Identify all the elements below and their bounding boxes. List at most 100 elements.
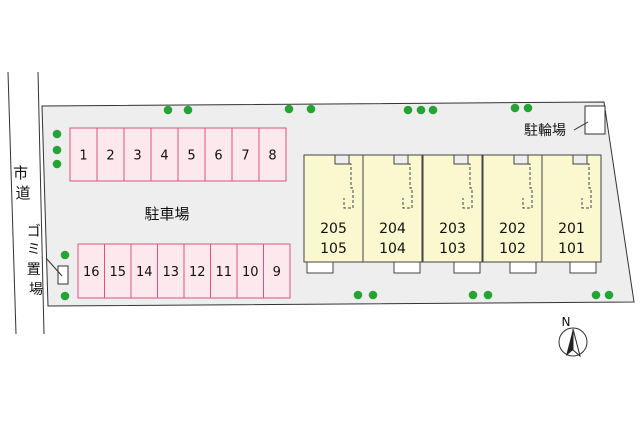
parking-space bbox=[258, 127, 287, 182]
parking-space-number: 8 bbox=[268, 149, 276, 164]
parking-space-number: 16 bbox=[83, 265, 100, 280]
tree bbox=[523, 103, 533, 113]
garbage-char-2: ミ bbox=[27, 242, 41, 258]
road-char-1: 市 bbox=[13, 164, 28, 182]
parking-space-number: 7 bbox=[241, 149, 249, 164]
tree bbox=[60, 250, 70, 260]
unit-number-lower: 101 bbox=[558, 241, 585, 257]
tree bbox=[60, 291, 70, 301]
unit-stair bbox=[402, 163, 413, 209]
trees bbox=[52, 103, 614, 301]
apartment-building: 205 105 204 104 203 103 202 102 201 101 bbox=[303, 154, 602, 274]
unit-number-lower: 102 bbox=[499, 241, 526, 257]
parking-space bbox=[236, 243, 264, 299]
unit-entrance bbox=[306, 261, 334, 274]
tree bbox=[368, 290, 378, 300]
tree bbox=[284, 104, 294, 114]
parking-space-number: 2 bbox=[106, 149, 114, 164]
tree bbox=[306, 104, 316, 114]
unit-number-upper: 204 bbox=[379, 221, 406, 237]
tree bbox=[416, 105, 426, 115]
unit-entrance bbox=[453, 261, 481, 274]
garbage-char-1: ゴ bbox=[27, 223, 41, 240]
unit-number-lower: 103 bbox=[439, 241, 466, 257]
apartment-unit bbox=[541, 154, 602, 263]
parking-space-number: 5 bbox=[187, 149, 195, 164]
parking-space-number: 1 bbox=[79, 149, 87, 164]
parking-space bbox=[183, 243, 211, 299]
parking-space-number: 6 bbox=[214, 149, 222, 164]
tree bbox=[604, 290, 614, 300]
tree bbox=[52, 145, 62, 155]
parking-space bbox=[123, 127, 152, 182]
compass-needle-dark bbox=[566, 329, 573, 356]
unit-stair bbox=[462, 163, 473, 209]
unit-entrance bbox=[509, 261, 537, 274]
parking-space bbox=[69, 127, 98, 182]
parking-space-number: 9 bbox=[273, 265, 281, 280]
unit-number-upper: 203 bbox=[439, 221, 466, 237]
unit-number-upper: 201 bbox=[558, 221, 585, 237]
parking-space bbox=[177, 127, 206, 182]
unit-number-lower: 104 bbox=[379, 241, 406, 257]
parking-space bbox=[150, 127, 179, 182]
unit-notch bbox=[572, 154, 588, 165]
road-label: 市 道 bbox=[13, 164, 33, 202]
north-arrow: N bbox=[558, 315, 588, 358]
parking-row-top: 1 2 3 4 5 6 7 8 bbox=[69, 127, 287, 182]
unit-entrance bbox=[393, 261, 421, 274]
unit-stair bbox=[522, 163, 533, 209]
parking-space bbox=[157, 243, 185, 299]
unit-stair bbox=[343, 163, 354, 209]
unit-notch bbox=[393, 154, 409, 165]
unit-number-lower: 105 bbox=[320, 241, 347, 257]
bicycle-parking-box bbox=[584, 105, 606, 135]
tree bbox=[183, 105, 193, 115]
tree bbox=[403, 105, 413, 115]
parking-space bbox=[104, 243, 132, 299]
garbage-char-3: 置 bbox=[27, 262, 41, 278]
compass-needle-light bbox=[572, 328, 581, 358]
unit-notch bbox=[334, 154, 350, 165]
tree bbox=[52, 159, 62, 169]
garbage-char-4: 場 bbox=[29, 282, 43, 298]
unit-number-upper: 202 bbox=[499, 221, 526, 237]
unit-number-upper: 205 bbox=[320, 221, 347, 237]
tree bbox=[163, 105, 173, 115]
garbage-box bbox=[57, 265, 69, 285]
bicycle-parking-label: 駐輪場 bbox=[524, 122, 566, 139]
parking-space-number: 12 bbox=[189, 265, 206, 280]
unit-stair bbox=[581, 163, 592, 209]
road-edge-right bbox=[37, 71, 45, 335]
parking-space bbox=[263, 243, 291, 299]
parking-space-number: 13 bbox=[162, 265, 179, 280]
tree bbox=[483, 290, 493, 300]
tree bbox=[52, 129, 62, 139]
apartment-unit bbox=[362, 154, 423, 263]
tree bbox=[468, 290, 478, 300]
garbage-label: ゴ ミ 置 場 bbox=[27, 223, 45, 298]
apartment-unit bbox=[422, 154, 483, 263]
parking-space-number: 15 bbox=[109, 265, 126, 280]
unit-notch bbox=[513, 154, 529, 165]
tree bbox=[353, 290, 363, 300]
tree bbox=[428, 105, 438, 115]
unit-entrance bbox=[569, 261, 597, 274]
parking-space-number: 3 bbox=[133, 149, 141, 164]
parking-label: 駐車場 bbox=[144, 205, 189, 223]
parking-space-number: 14 bbox=[136, 265, 153, 280]
road-edge-left bbox=[7, 71, 17, 335]
unit-notch bbox=[453, 154, 469, 165]
apartment-unit bbox=[482, 154, 543, 263]
bicycle-pointer bbox=[573, 121, 589, 131]
tree bbox=[510, 103, 520, 113]
parking-space-number: 4 bbox=[160, 149, 168, 164]
garbage-pointer bbox=[45, 257, 63, 277]
road-char-2: 道 bbox=[15, 184, 30, 202]
parking-space bbox=[96, 127, 125, 182]
tree bbox=[591, 290, 601, 300]
north-label: N bbox=[562, 315, 571, 329]
parking-space-number: 11 bbox=[215, 265, 232, 280]
